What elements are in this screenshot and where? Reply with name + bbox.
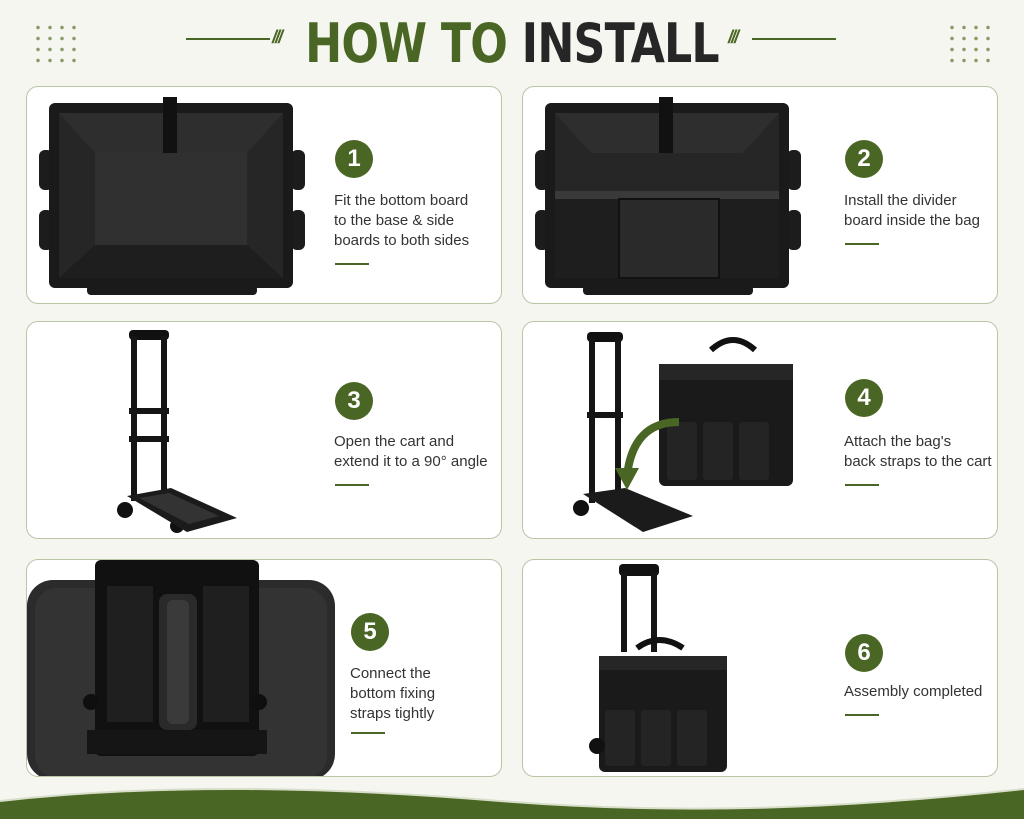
step-number-4: 4 xyxy=(845,379,883,417)
step-underline-1 xyxy=(335,263,369,265)
step-card-5: 5 Connect the bottom fixing straps tight… xyxy=(26,559,502,777)
step-underline-3 xyxy=(335,484,369,486)
header-line-right xyxy=(752,38,836,40)
step-card-2: 2 Install the divider board inside the b… xyxy=(522,86,998,304)
step-card-3: 3 Open the cart and extend it to a 90° a… xyxy=(26,321,502,539)
header: /// HOW TO INSTALL /// xyxy=(0,0,1024,84)
step-underline-2 xyxy=(845,243,879,245)
step-number-6: 6 xyxy=(845,634,883,672)
bag-bottom-board-image xyxy=(39,97,305,295)
step-underline-5 xyxy=(351,732,385,734)
assembled-cart-image xyxy=(589,564,727,772)
decorative-dots-right xyxy=(946,22,994,66)
step-underline-4 xyxy=(845,484,879,486)
attach-bag-image xyxy=(573,332,793,532)
header-line-left xyxy=(186,38,270,40)
step-text-4: Attach the bag's back straps to the cart xyxy=(844,433,992,470)
footer-wave xyxy=(0,787,1024,819)
step-card-1: 1 Fit the bottom board to the base & sid… xyxy=(26,86,502,304)
fixing-straps-image xyxy=(27,560,335,776)
header-slashes-right: /// xyxy=(728,27,739,47)
step-card-6: 6 Assembly completed xyxy=(522,559,998,777)
step-text-3: Open the cart and extend it to a 90° ang… xyxy=(334,433,488,470)
step-underline-6 xyxy=(845,714,879,716)
step-card-4: 4 Attach the bag's back straps to the ca… xyxy=(522,321,998,539)
bag-divider-image xyxy=(535,97,801,295)
step-number-5: 5 xyxy=(351,613,389,651)
step-text-1: Fit the bottom board to the base & side … xyxy=(334,192,470,249)
step-number-2: 2 xyxy=(845,140,883,178)
title-part-green: HOW TO xyxy=(305,12,508,75)
step-number-3: 3 xyxy=(335,382,373,420)
folding-cart-image xyxy=(117,330,237,533)
decorative-dots-left xyxy=(32,22,80,66)
step-text-6: Assembly completed xyxy=(844,683,983,700)
title-part-dark: INSTALL xyxy=(521,12,720,75)
step-number-1: 1 xyxy=(335,140,373,178)
header-slashes-left: /// xyxy=(272,27,283,47)
page-title: HOW TO INSTALL xyxy=(92,14,932,74)
step-text-2: Install the divider board inside the bag xyxy=(844,192,980,229)
step-text-5: Connect the bottom fixing straps tightly xyxy=(350,665,436,722)
